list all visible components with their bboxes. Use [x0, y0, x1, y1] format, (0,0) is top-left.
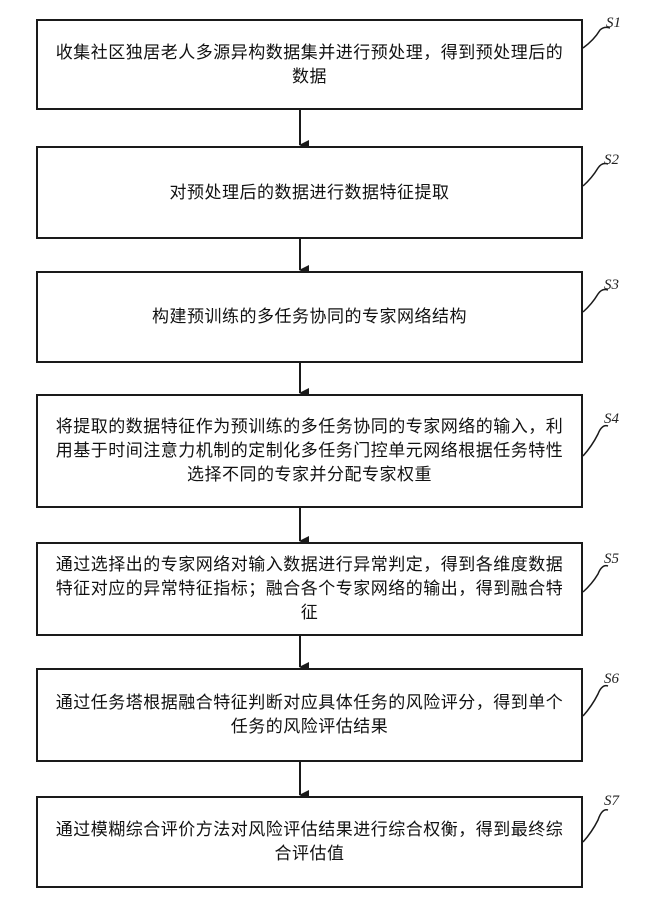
step-text-s7: 通过模糊综合评价方法对风险评估结果进行综合权衡，得到最终综合评估值 [52, 818, 567, 866]
leader-s5 [583, 566, 608, 592]
step-label-s7: S7 [604, 793, 619, 810]
step-box-s5: 通过选择出的专家网络对输入数据进行异常判定，得到各维度数据特征对应的异常特征指标… [36, 542, 583, 636]
step-label-s1: S1 [606, 15, 621, 32]
step-text-s1: 收集社区独居老人多源异构数据集并进行预处理，得到预处理后的数据 [52, 41, 567, 89]
step-box-s7: 通过模糊综合评价方法对风险评估结果进行综合权衡，得到最终综合评估值 [36, 796, 583, 888]
step-label-s6: S6 [604, 671, 619, 688]
step-box-s6: 通过任务塔根据融合特征判断对应具体任务的风险评分，得到单个任务的风险评估结果 [36, 668, 583, 762]
leader-s7 [583, 810, 608, 842]
step-text-s6: 通过任务塔根据融合特征判断对应具体任务的风险评分，得到单个任务的风险评估结果 [52, 691, 567, 739]
step-box-s3: 构建预训练的多任务协同的专家网络结构 [36, 271, 583, 363]
step-text-s4: 将提取的数据特征作为预训练的多任务协同的专家网络的输入，利用基于时间注意力机制的… [52, 415, 567, 487]
step-text-s2: 对预处理后的数据进行数据特征提取 [170, 181, 450, 205]
step-label-s4: S4 [604, 411, 619, 428]
step-label-s2: S2 [604, 152, 619, 169]
step-text-s5: 通过选择出的专家网络对输入数据进行异常判定，得到各维度数据特征对应的异常特征指标… [52, 553, 567, 625]
step-box-s1: 收集社区独居老人多源异构数据集并进行预处理，得到预处理后的数据 [36, 19, 583, 110]
leader-s4 [583, 426, 608, 456]
step-box-s2: 对预处理后的数据进行数据特征提取 [36, 146, 583, 239]
step-label-s5: S5 [604, 551, 619, 568]
step-text-s3: 构建预训练的多任务协同的专家网络结构 [152, 305, 467, 329]
step-label-s3: S3 [604, 277, 619, 294]
leader-s6 [583, 686, 608, 716]
step-box-s4: 将提取的数据特征作为预训练的多任务协同的专家网络的输入，利用基于时间注意力机制的… [36, 394, 583, 508]
